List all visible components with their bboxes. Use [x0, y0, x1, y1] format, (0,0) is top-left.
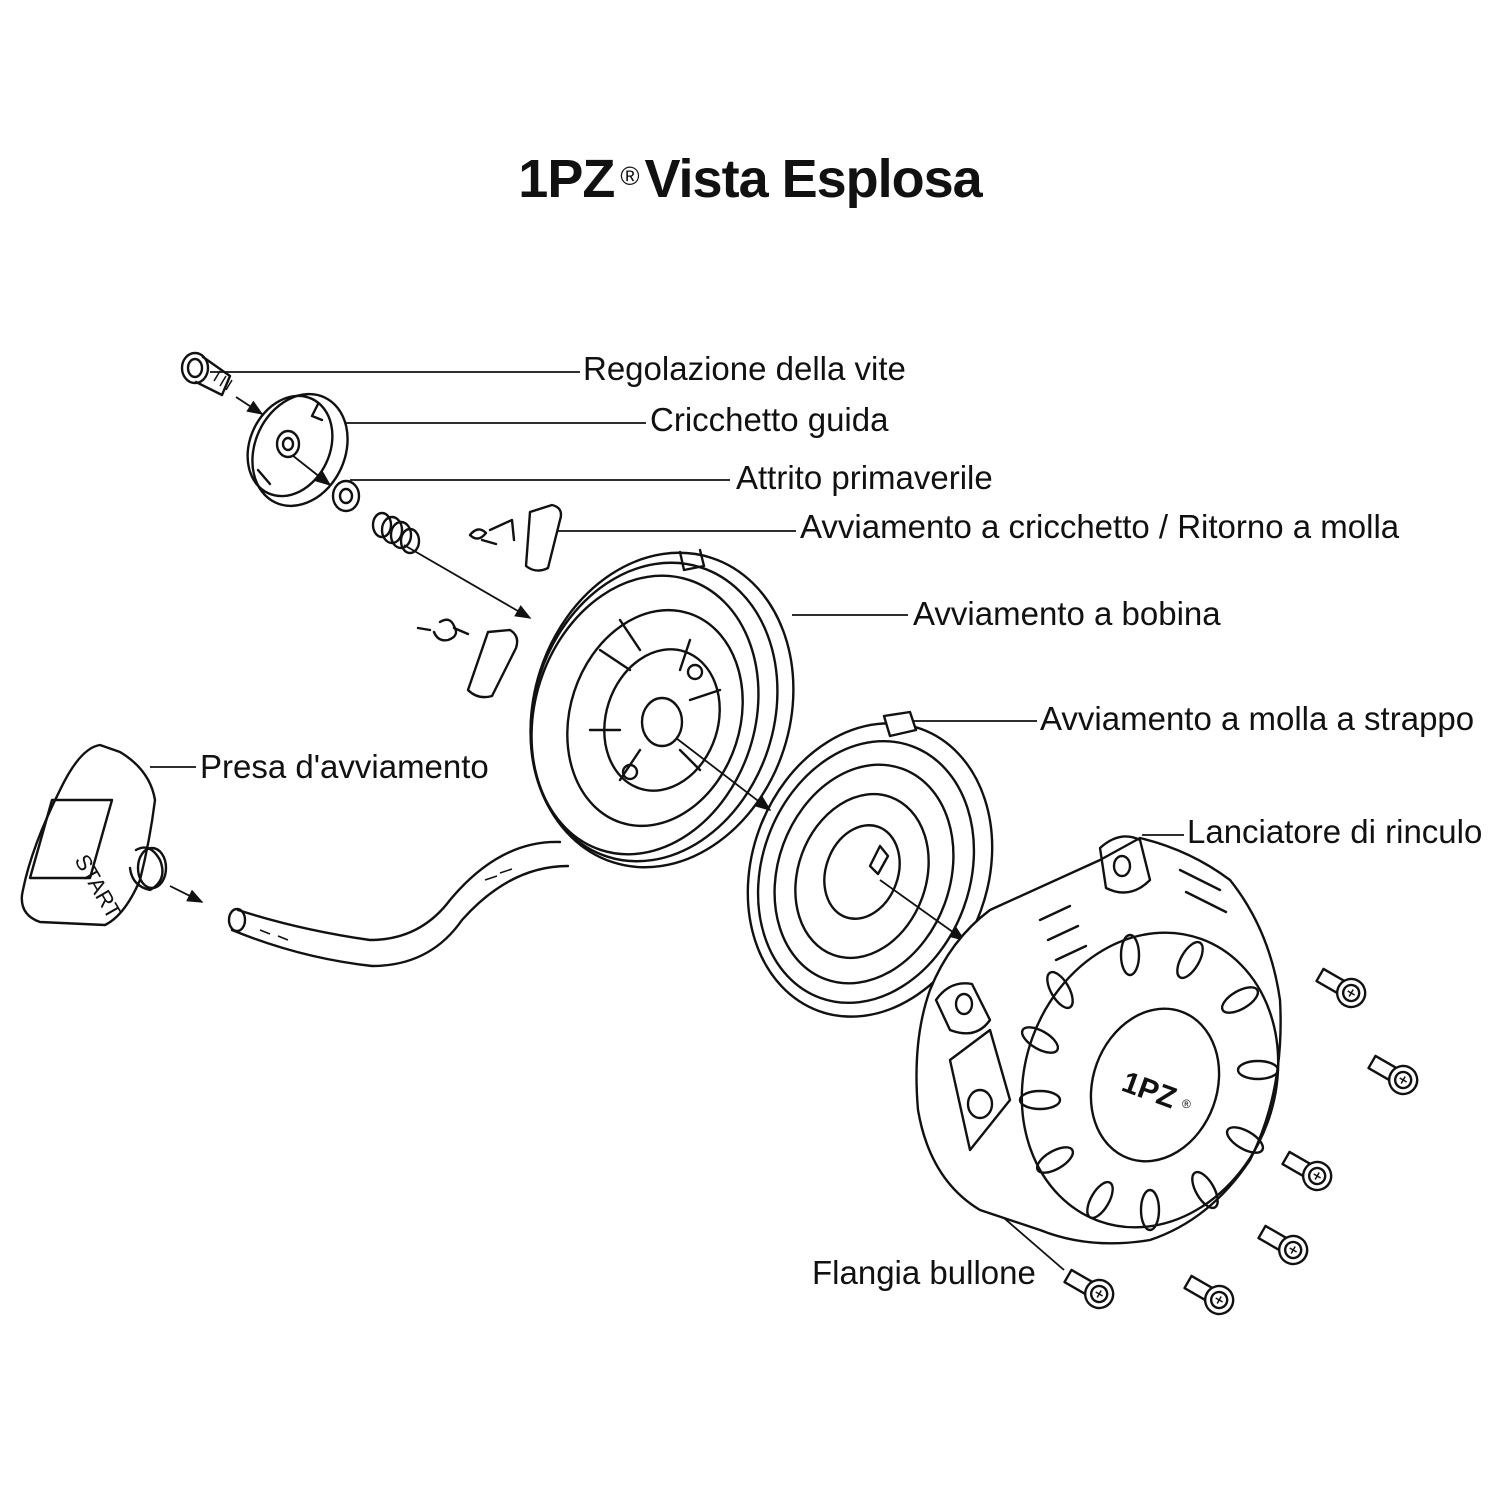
label-reel: Avviamento a bobina [913, 595, 1221, 632]
start-handle-part: START [20, 743, 168, 927]
flange-bolt [1183, 1274, 1235, 1316]
recoil-starter-housing-part: 1PZ ® [915, 835, 1282, 1245]
label-flange-bolt: Flangia bullone [812, 1254, 1036, 1291]
starter-rope-part [227, 840, 570, 968]
adjustment-screw-part [180, 351, 233, 397]
title-registered-mark: ® [620, 160, 639, 191]
label-ratchet-return: Avviamento a cricchetto / Ritorno a moll… [800, 508, 1400, 545]
reel-part [529, 548, 795, 869]
label-friction-spring: Attrito primaverile [736, 459, 993, 496]
flange-bolt [1315, 967, 1367, 1009]
flange-bolts-group [1063, 967, 1419, 1316]
housing-registered-mark: ® [1182, 1097, 1191, 1111]
leader-lines [150, 371, 1184, 1271]
title-text: Vista Esplosa [644, 149, 983, 209]
title: 1PZ®Vista Esplosa [0, 148, 1500, 210]
label-adjust-screw: Regolazione della vite [583, 350, 906, 387]
flange-bolt [1063, 1268, 1115, 1310]
label-handle: Presa d'avviamento [200, 748, 489, 785]
flange-bolt [1367, 1054, 1419, 1096]
recoil-spring-part [746, 710, 994, 1018]
friction-spring-part [331, 479, 421, 555]
ratchet-pawl-part [416, 503, 563, 699]
flange-bolt [1281, 1150, 1333, 1192]
housing-vent-slots [1018, 933, 1280, 1232]
label-ratchet-guide: Cricchetto guida [650, 401, 889, 438]
label-housing: Lanciatore di rinculo [1187, 813, 1483, 850]
title-brand: 1PZ [518, 149, 615, 209]
flange-bolt [1257, 1224, 1309, 1266]
ratchet-guide-part [246, 392, 349, 508]
label-recoil-spring: Avviamento a molla a strappo [1040, 700, 1475, 737]
